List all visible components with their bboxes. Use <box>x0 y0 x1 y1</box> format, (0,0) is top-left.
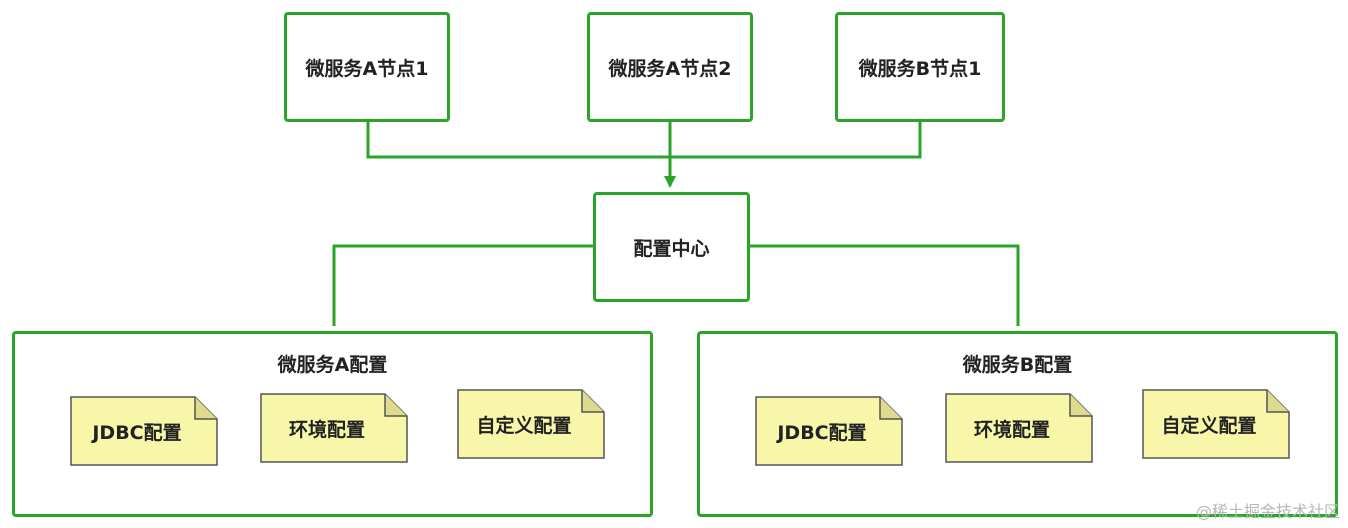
note-custom-config-a: 自定义配置 <box>457 389 605 459</box>
service-a-node1-label: 微服务A节点1 <box>305 57 429 80</box>
note-jdbc-config-a: JDBC配置 <box>70 396 218 466</box>
note-label: JDBC配置 <box>777 421 867 444</box>
note-shape <box>457 389 605 459</box>
service-b-config-title: 微服务B配置 <box>962 354 1073 376</box>
note-env-config-b: 环境配置 <box>945 393 1093 463</box>
service-b-node1-label: 微服务B节点1 <box>858 57 982 80</box>
edge-config-center-to-group-b <box>748 244 1020 326</box>
config-center-box: 配置中心 <box>593 192 750 302</box>
note-env-config-a: 环境配置 <box>260 393 408 463</box>
note-jdbc-config-b: JDBC配置 <box>755 396 903 466</box>
note-label: 自定义配置 <box>476 414 572 437</box>
watermark-text: @稀土掘金技术社区 <box>1195 502 1340 521</box>
note-shape <box>755 396 903 466</box>
note-label: 自定义配置 <box>1161 414 1257 437</box>
note-shape <box>260 393 408 463</box>
service-b-node1-box: 微服务B节点1 <box>835 12 1005 122</box>
edge-a-node1-to-bus <box>366 121 670 159</box>
service-a-node2-label: 微服务A节点2 <box>608 57 732 80</box>
note-label: JDBC配置 <box>92 421 182 444</box>
note-custom-config-b: 自定义配置 <box>1142 389 1290 459</box>
service-a-node2-box: 微服务A节点2 <box>587 12 753 122</box>
note-label: 环境配置 <box>288 418 365 441</box>
service-a-node1-box: 微服务A节点1 <box>284 12 450 122</box>
service-a-config-title: 微服务A配置 <box>277 354 388 376</box>
edge-config-center-to-group-a <box>332 244 594 326</box>
note-shape <box>70 396 218 466</box>
note-shape <box>945 393 1093 463</box>
config-center-label: 配置中心 <box>633 237 710 260</box>
edge-b-node1-to-bus <box>670 121 922 159</box>
note-shape <box>1142 389 1290 459</box>
note-label: 环境配置 <box>973 418 1050 441</box>
